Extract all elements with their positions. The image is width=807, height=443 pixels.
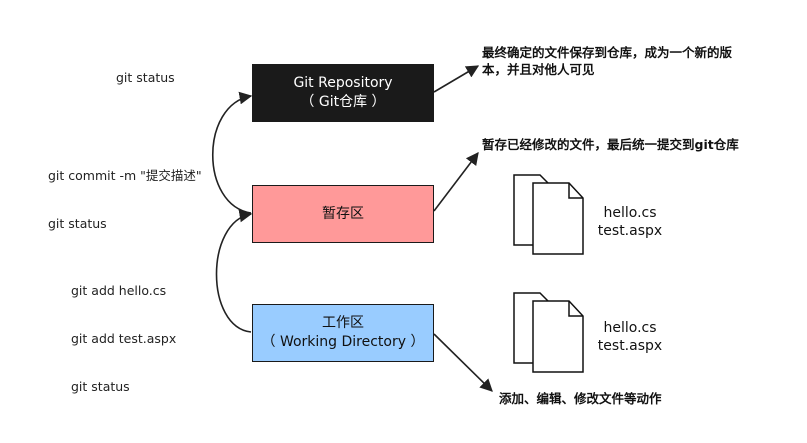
repository-desc-line1: 最终确定的文件保存到仓库，成为一个新的版 [482, 45, 733, 60]
commit-curve-arrow [212, 91, 253, 214]
working-file-list: hello.cs test.aspx [594, 319, 666, 355]
cmd-add-test: git add test.aspx [71, 331, 177, 346]
staging-area-box: 暂存区 [252, 185, 434, 243]
add-curve-arrow [215, 209, 253, 333]
cmd-git-add: git add hello.cs git add test.aspx git s… [71, 251, 176, 411]
working-directory-box: 工作区 （ Working Directory ） [252, 304, 434, 362]
working-desc-arrow [433, 333, 493, 392]
staging-file-test: test.aspx [597, 223, 663, 239]
repository-subtitle: （ Git仓库 ） [300, 94, 386, 110]
cmd-git-status-top: git status [116, 70, 175, 85]
working-subtitle: （ Working Directory ） [261, 334, 425, 350]
staging-file-icons [513, 174, 584, 255]
repository-desc-arrow [433, 65, 480, 93]
working-title: 工作区 [322, 315, 364, 331]
cmd-status-line: git status [71, 379, 130, 394]
repository-desc-line2: 本，并且对他人可见 [482, 62, 595, 77]
working-description: 添加、编辑、修改文件等动作 [499, 391, 662, 406]
staging-title: 暂存区 [322, 205, 364, 222]
working-file-test: test.aspx [597, 338, 663, 354]
cmd-commit-line: git commit -m "提交描述" [48, 168, 202, 183]
staging-description: 暂存已经修改的文件，最后统一提交到git仓库 [482, 137, 739, 152]
working-file-hello: hello.cs [603, 320, 657, 336]
staging-file-hello: hello.cs [603, 205, 657, 221]
cmd-add-hello: git add hello.cs [71, 283, 167, 298]
cmd-status-line: git status [48, 216, 107, 231]
working-file-icons [513, 292, 584, 373]
cmd-git-commit: git commit -m "提交描述" git status [48, 136, 202, 248]
git-repository-box: Git Repository （ Git仓库 ） [252, 64, 434, 122]
staging-file-list: hello.cs test.aspx [594, 204, 666, 240]
repository-description: 最终确定的文件保存到仓库，成为一个新的版 本，并且对他人可见 [482, 44, 732, 78]
staging-desc-arrow [433, 151, 479, 212]
repository-title: Git Repository [293, 75, 393, 91]
